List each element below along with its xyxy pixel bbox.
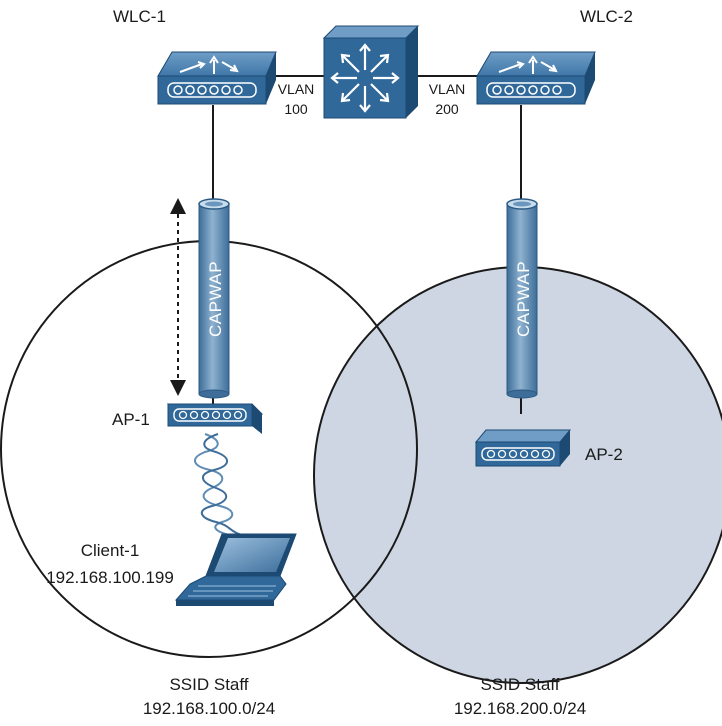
laptop-client-icon — [174, 533, 297, 606]
vlan-right-line2: 200 — [435, 101, 459, 117]
wlc1-controller-icon — [157, 51, 277, 105]
capwap-tunnel-right-label: CAPWAP — [514, 261, 533, 337]
vlan-left-line1: VLAN — [278, 81, 315, 97]
ap1-access-point-icon — [166, 403, 264, 434]
wlc1-label: WLC-1 — [113, 7, 166, 26]
wireless-link-icon — [194, 433, 247, 537]
cell-right-ssid: SSID Staff — [480, 675, 559, 694]
wlc2-controller-icon — [476, 51, 596, 105]
client1-label: Client-1 — [81, 541, 140, 560]
capwap-tunnel-right: CAPWAP — [506, 198, 538, 399]
cell-left-ssid: SSID Staff — [169, 675, 248, 694]
ap2-label: AP-2 — [585, 445, 623, 464]
capwap-tunnel-left-label: CAPWAP — [206, 261, 225, 337]
links — [212, 75, 522, 414]
cell-right-subnet: 192.168.200.0/24 — [454, 699, 586, 718]
cell-left-subnet: 192.168.100.0/24 — [143, 699, 275, 718]
wlc2-label: WLC-2 — [580, 7, 633, 26]
ap1-label: AP-1 — [112, 410, 150, 429]
layer3-switch-icon — [322, 25, 420, 119]
capwap-tunnel-left: CAPWAP — [198, 198, 230, 399]
ap2-access-point-icon — [474, 429, 572, 467]
vlan-left-line2: 100 — [284, 101, 308, 117]
client1-ip: 192.168.100.199 — [46, 568, 174, 587]
vlan-right-line1: VLAN — [429, 81, 466, 97]
